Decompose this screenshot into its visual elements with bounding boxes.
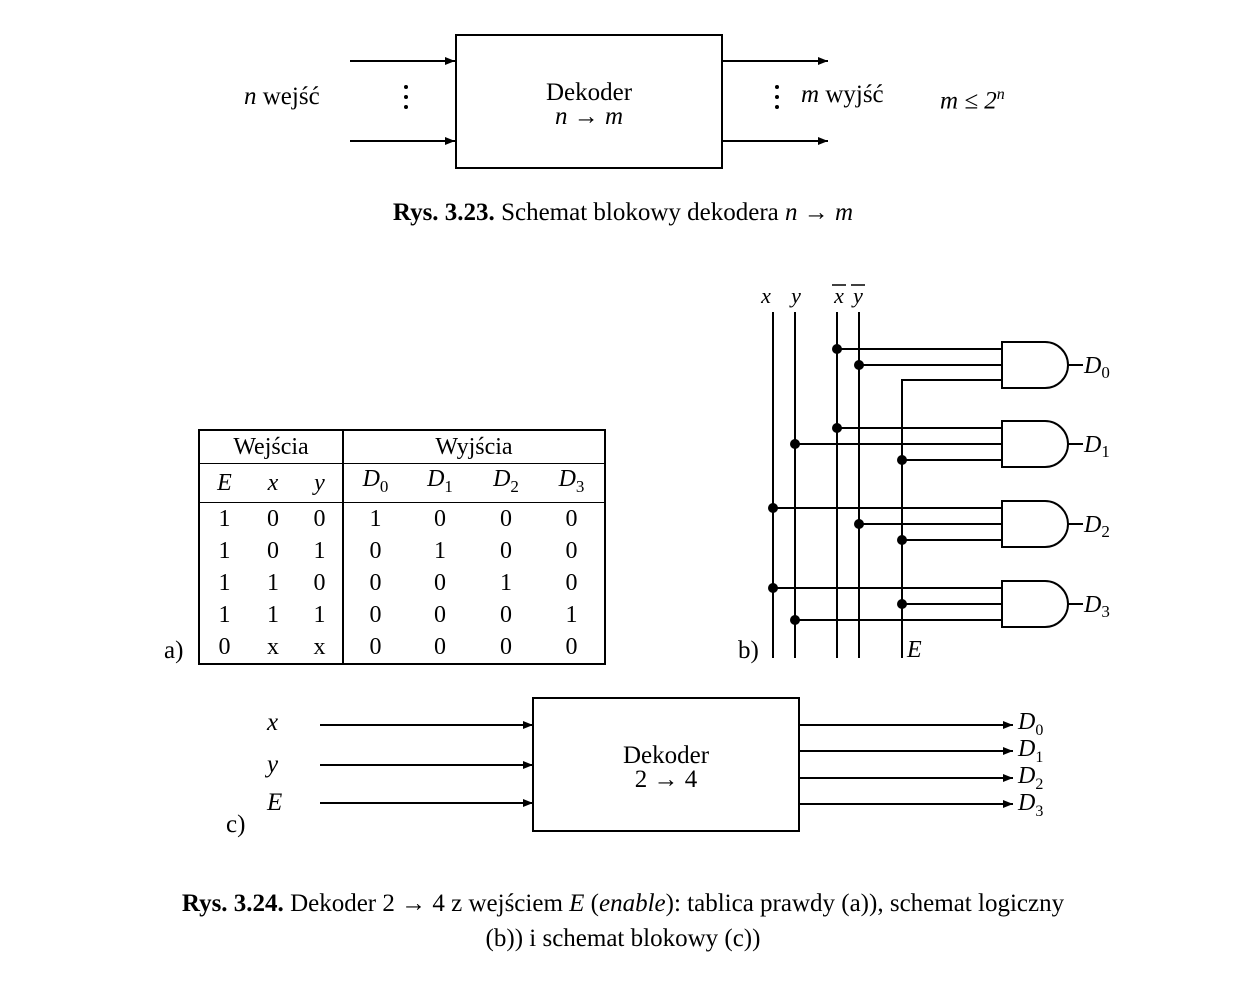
bus-label-y-neg: y — [851, 283, 863, 308]
relation: m ≤ 2n — [940, 86, 1005, 115]
table-cell: 0 — [500, 505, 512, 532]
table-cell: 0 — [218, 633, 231, 660]
enable-line — [901, 379, 1002, 658]
caption-fig-3-23: Rys. 3.23. Schemat blokowy dekodera n → … — [392, 199, 854, 226]
logic-schematic: x y x y — [760, 283, 1110, 663]
table-cell: 0 — [369, 633, 382, 660]
and-gate-d0 — [1001, 341, 1069, 389]
block-input-e: E — [267, 789, 283, 816]
table-cell: 0 — [267, 537, 279, 564]
output-label-d1: D1 — [1083, 432, 1110, 461]
decoder-block-n-m: Dekoder n → m — [455, 34, 723, 169]
table-cell: 1 — [218, 505, 231, 532]
outputs-label: m wyjść — [801, 81, 884, 108]
block-input-y: y — [267, 751, 279, 778]
table-cell: 0 — [434, 633, 446, 660]
decoder-mapping: 2 → 4 — [634, 766, 698, 793]
table-cell: 1 — [434, 537, 446, 564]
junction-dots — [768, 344, 907, 625]
block-diagram-wires — [320, 721, 1013, 808]
table-row: 1 1 0 0 0 1 0 — [199, 566, 605, 599]
bus-label-x: x — [760, 283, 771, 308]
output-vdots — [775, 85, 779, 109]
col-header-d2: D2 — [493, 466, 519, 496]
and-gate-d2 — [1001, 500, 1069, 548]
table-cell: 1 — [218, 569, 231, 596]
col-header-d1: D1 — [427, 466, 453, 496]
table-row: 0 x x 0 0 0 0 — [199, 630, 605, 664]
table-row: 1 1 1 0 0 0 1 — [199, 598, 605, 631]
input-vdots — [404, 85, 408, 109]
enable-label: E — [906, 637, 922, 663]
group-header-inputs: Wejścia — [199, 430, 344, 464]
table-cell: x — [297, 630, 344, 664]
table-cell: 0 — [369, 601, 382, 628]
table-cell: 0 — [369, 537, 382, 564]
table-cell: 0 — [297, 566, 344, 599]
table-cell: 1 — [267, 569, 279, 596]
table-cell: 0 — [434, 505, 446, 532]
fig1-wires — [350, 57, 828, 145]
table-cell: 0 — [565, 505, 578, 532]
table-cell: x — [267, 633, 279, 660]
table-cell: 1 — [500, 569, 512, 596]
table-cell: 0 — [297, 502, 344, 535]
table-cell: 0 — [267, 505, 279, 532]
table-cell: 1 — [297, 534, 344, 567]
col-header-d0: D0 — [362, 466, 389, 496]
table-cell: 1 — [297, 598, 344, 631]
output-label-d3: D3 — [1083, 592, 1110, 621]
and-gate-d1 — [1001, 420, 1069, 468]
table-cell: 0 — [500, 537, 512, 564]
output-label-d2: D2 — [1083, 512, 1110, 541]
part-label-b: b) — [738, 637, 759, 664]
col-header-d3: D3 — [558, 466, 585, 496]
table-cell: 0 — [565, 569, 578, 596]
block-output-d1: D1 — [1018, 736, 1044, 766]
caption-fig-3-24-line1: Rys. 3.24. Dekoder 2 → 4 z wejściem E (e… — [181, 890, 1065, 917]
col-header: E — [217, 469, 232, 496]
table-cell: 1 — [369, 505, 382, 532]
table-row: 1 0 0 1 0 0 0 — [199, 502, 605, 535]
inputs-label: n wejść — [244, 83, 320, 110]
block-output-d2: D2 — [1018, 763, 1044, 793]
caption-fig-3-24-line2: (b)) i schemat blokowy (c)) — [485, 925, 761, 952]
table-cell: 1 — [267, 601, 279, 628]
decoder-mapping: n → m — [554, 103, 624, 130]
group-header-outputs: Wyjścia — [343, 430, 605, 464]
decoder-title: Dekoder — [622, 742, 710, 769]
table-cell: 0 — [500, 633, 512, 660]
bus-label-x-neg: x — [833, 283, 844, 308]
table-cell: 1 — [218, 601, 231, 628]
table-row: 1 0 1 0 1 0 0 — [199, 534, 605, 567]
block-output-d3: D3 — [1018, 790, 1044, 820]
part-label-c: c) — [226, 811, 246, 838]
decoder-title: Dekoder — [545, 79, 633, 106]
table-cell: 0 — [434, 569, 446, 596]
table-cell: 1 — [218, 537, 231, 564]
col-header: y — [297, 463, 344, 503]
output-label-d0: D0 — [1083, 353, 1110, 382]
table-cell: 0 — [369, 569, 382, 596]
and-gate-d3 — [1001, 580, 1069, 628]
table-cell: 0 — [434, 601, 446, 628]
decoder-block-2-4: Dekoder 2 → 4 — [532, 697, 800, 832]
block-output-d0: D0 — [1018, 709, 1044, 739]
table-cell: 0 — [565, 537, 578, 564]
col-header: x — [267, 469, 279, 496]
truth-table: Wejścia Wyjścia E x y D0 D1 D2 D3 1 0 0 … — [198, 429, 606, 665]
table-cell: 0 — [500, 601, 512, 628]
table-cell: 1 — [565, 601, 578, 628]
table-cell: 0 — [565, 633, 578, 660]
part-label-a: a) — [164, 637, 184, 664]
block-input-x: x — [267, 709, 279, 736]
bus-label-y: y — [789, 283, 801, 308]
